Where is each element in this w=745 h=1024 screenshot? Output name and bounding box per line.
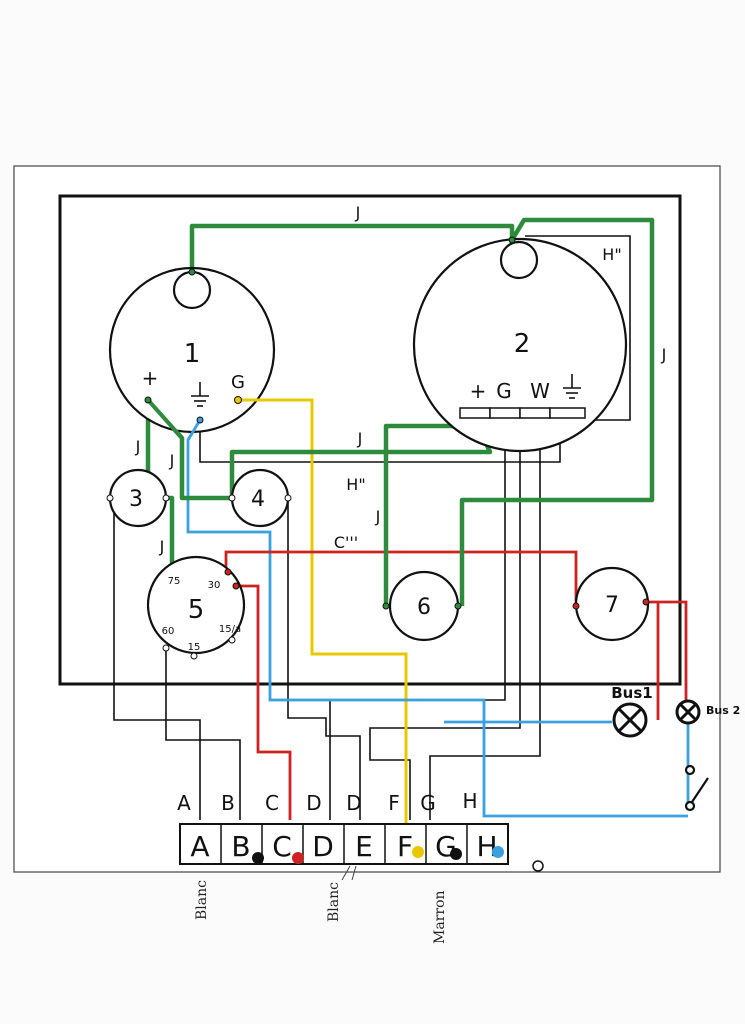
wire-label-j-6: J (375, 507, 381, 526)
component-7-label: 7 (605, 593, 619, 618)
bus-letter: D (346, 791, 361, 815)
connector-block: A B C D E F G H (179, 823, 544, 872)
red-wires (224, 550, 688, 820)
handwritten-note: Marron (432, 890, 448, 944)
component-5-t15a: 15/a (219, 624, 241, 635)
component-5-label: 5 (188, 595, 205, 625)
component-2-terminal-strip (459, 407, 586, 419)
bus-letter: A (177, 791, 191, 815)
connector-letter: B (231, 830, 250, 863)
component-1-port (172, 270, 212, 310)
bulb-2 (675, 699, 701, 725)
wire-label-h2-top: H" (602, 245, 621, 264)
wire-label-j-top: J (355, 203, 361, 222)
connector-letter: F (397, 830, 413, 863)
enclosure-box (58, 194, 682, 686)
component-1-plus: + (142, 366, 159, 390)
bus-letter: B (221, 791, 235, 815)
component-5-t75: 75 (168, 576, 181, 587)
handwritten-note: Blanc (326, 882, 342, 922)
handwritten-note: Blanc (194, 880, 210, 920)
connector-letter: C (272, 830, 292, 863)
wire-label-j-mid: J (357, 429, 363, 448)
connector-letter: H (476, 830, 497, 863)
component-1-label: 1 (184, 339, 201, 369)
component-6-label: 6 (417, 595, 431, 620)
component-5-t60: 60 (162, 626, 175, 637)
connector-letter: A (190, 830, 209, 863)
wire-label-j-5: J (159, 537, 165, 556)
bulb-1-label: Bus1 (611, 684, 652, 702)
connector-letter: E (355, 830, 373, 863)
bus-letter: C (265, 791, 279, 815)
bus-letter: H (462, 789, 477, 813)
bulb-1 (612, 702, 648, 738)
component-5-circle (146, 555, 246, 655)
component-2-w: W (530, 379, 550, 403)
wire-label-j-left2: J (169, 451, 175, 470)
component-2-g: G (496, 379, 512, 403)
connector-letter: D (312, 830, 334, 863)
bus-letter: D (306, 791, 321, 815)
component-2-plus: + (470, 379, 487, 403)
bus-letter: G (420, 791, 436, 815)
bus-row-letters: A B C D D F G H (177, 789, 477, 815)
component-5-t30: 30 (208, 580, 221, 591)
component-1-g: G (231, 372, 245, 393)
ground-icon (191, 382, 209, 407)
bus-letter: F (388, 791, 400, 815)
wire-label-c3: C''' (334, 533, 358, 552)
wire-label-j-right: J (661, 345, 667, 364)
wire-label-j-left: J (135, 437, 141, 456)
switch-icon (684, 764, 709, 812)
ground-icon-2 (563, 374, 581, 399)
component-5-t15: 15 (188, 642, 201, 653)
wire-label-h2-mid: H" (346, 475, 365, 494)
bulb-2-label: Bus 2 (706, 704, 740, 717)
component-4-label: 4 (251, 487, 265, 512)
component-2-label: 2 (514, 329, 531, 359)
component-3-label: 3 (129, 487, 143, 512)
component-2-port (499, 240, 539, 280)
